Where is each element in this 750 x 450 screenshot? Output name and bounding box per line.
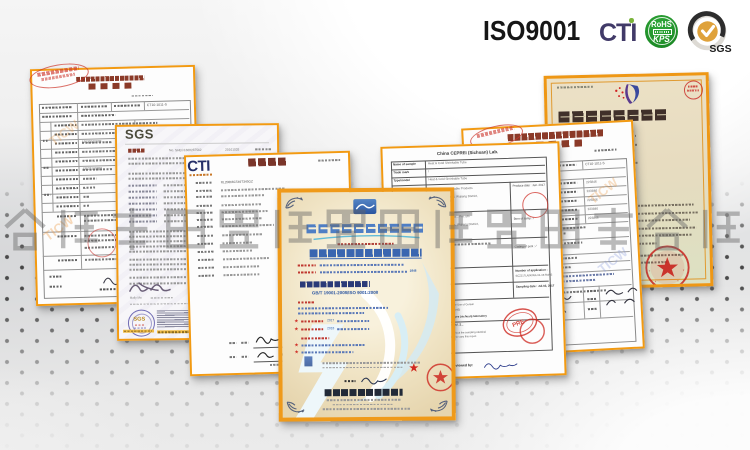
- svg-text:*: *: [677, 280, 679, 284]
- svg-text:*: *: [651, 256, 653, 260]
- svg-text:*: *: [680, 255, 682, 259]
- svg-text:*: *: [655, 280, 657, 284]
- svg-text:PRE: PRE: [512, 319, 526, 329]
- svg-text:*: *: [683, 269, 685, 273]
- svg-text:SGS: SGS: [709, 43, 731, 55]
- svg-text:*: *: [649, 270, 651, 274]
